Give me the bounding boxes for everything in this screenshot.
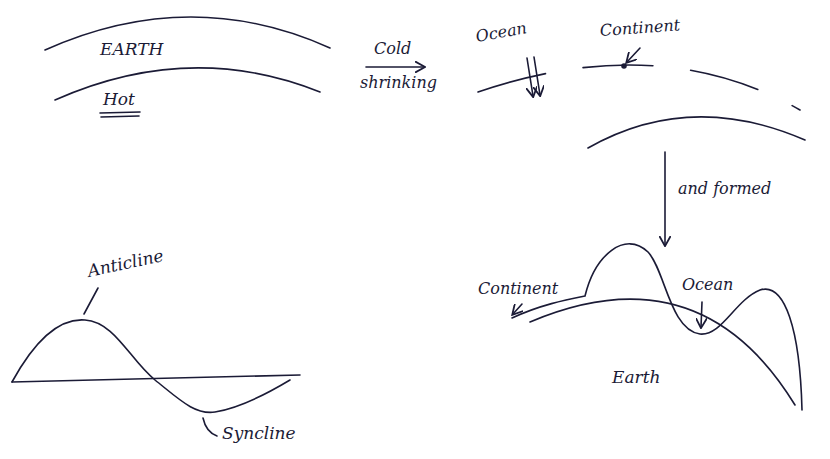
continent-arrow [513, 304, 522, 314]
continent-arrow [627, 48, 640, 62]
process-arrow [366, 66, 424, 68]
step-label: Cold [374, 40, 411, 58]
continent-label: Continent [599, 16, 680, 40]
ocean-arrow [701, 302, 702, 327]
shrunk-earth-arc [588, 117, 805, 148]
step-label: and formed [678, 180, 771, 198]
syncline-label: Syncline [222, 424, 296, 444]
leader-line [203, 418, 217, 436]
process-arrow [664, 152, 666, 245]
anticline-label: Anticline [86, 246, 165, 281]
ocean-arrow [527, 58, 533, 96]
continent-label: Continent [478, 280, 558, 298]
earth-inner-arc [55, 68, 320, 100]
earth-label: Earth [612, 368, 660, 388]
earth-base-arc [530, 299, 795, 405]
underline [101, 116, 139, 117]
ocean-arrow [534, 57, 540, 95]
leader-line [84, 288, 98, 314]
earth-outer-arc [45, 17, 330, 50]
step-label: shrinking [360, 74, 437, 92]
hot-label: Hot [103, 90, 135, 110]
crust-surface [512, 244, 802, 410]
ocean-label: Ocean [474, 19, 528, 46]
old-surface-arc [478, 65, 800, 110]
ocean-label: Ocean [682, 276, 733, 294]
underline [100, 112, 140, 113]
continent-dot [622, 64, 626, 68]
earth-label: EARTH [100, 40, 163, 60]
fold-curve [12, 320, 290, 413]
